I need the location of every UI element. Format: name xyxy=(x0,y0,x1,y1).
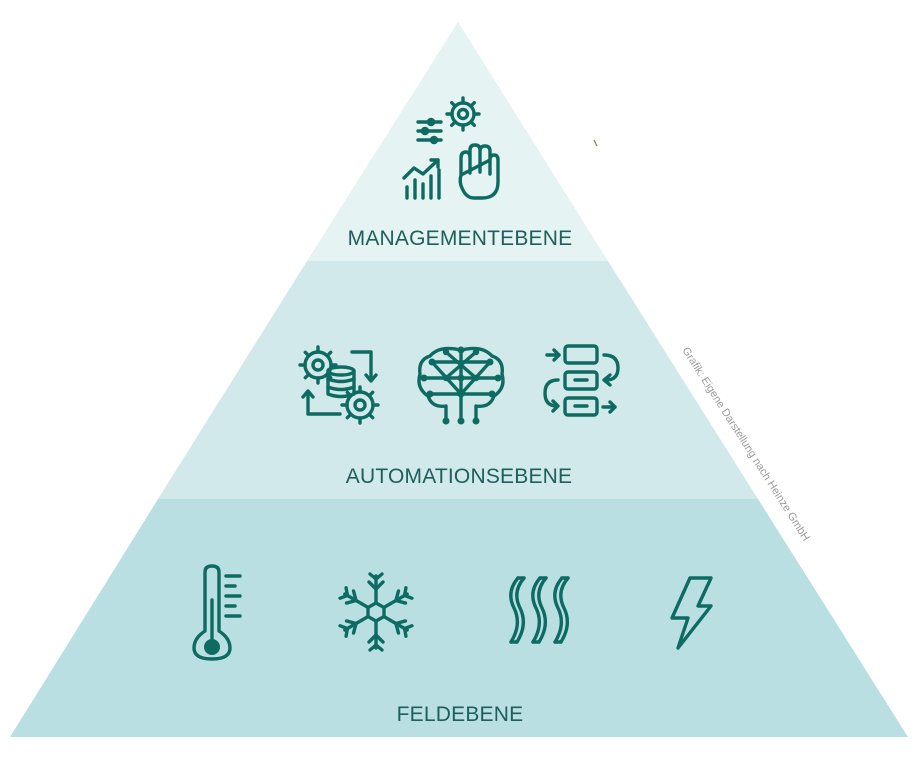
gear-icon xyxy=(445,96,481,132)
gears-database-icon xyxy=(298,345,380,425)
snowflake-icon xyxy=(338,572,414,652)
trend-chart-icon xyxy=(402,158,441,200)
neural-brain-icon xyxy=(417,346,505,425)
stray-mark xyxy=(593,139,598,147)
sliders-icon xyxy=(416,117,443,145)
workflow-icon xyxy=(543,344,620,417)
level-label-management: MANAGEMENTEBENE xyxy=(348,227,573,250)
lightning-icon xyxy=(670,576,713,650)
tier-field xyxy=(10,499,908,737)
level-label-automation: AUTOMATIONSEBENE xyxy=(346,465,572,488)
hand-icon xyxy=(458,143,500,200)
tier-management xyxy=(307,22,608,261)
tier-automation xyxy=(158,261,758,499)
level-label-field: FELDEBENE xyxy=(397,703,524,726)
thermometer-icon xyxy=(192,564,242,661)
heat-waves-icon xyxy=(509,576,570,644)
